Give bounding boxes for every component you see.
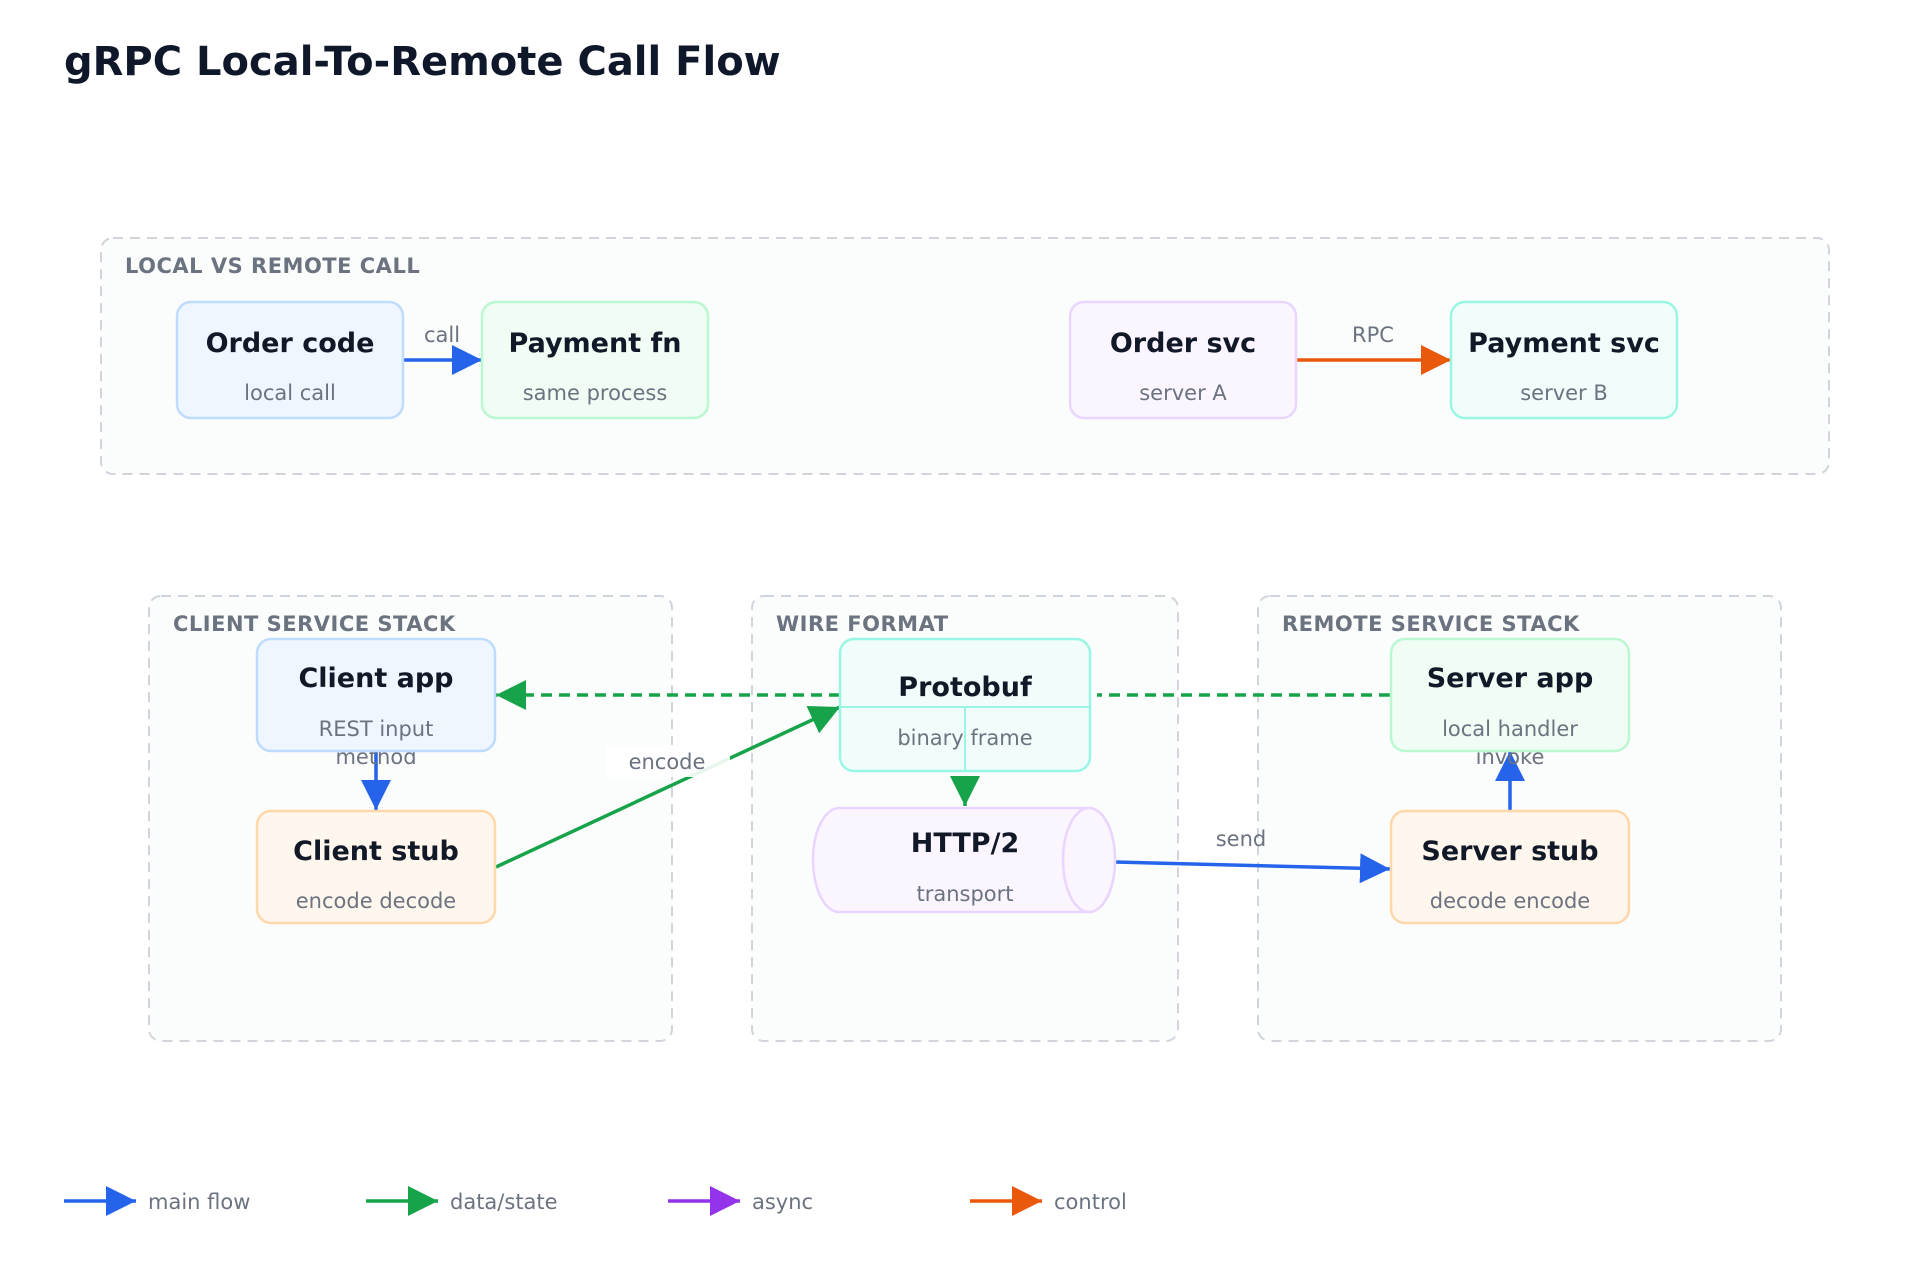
- node-payment-svc: Payment svc server B: [1449, 300, 1679, 420]
- group-label-wire-format: WIRE FORMAT: [776, 612, 949, 636]
- node-http2: HTTP/2 transport: [811, 806, 1117, 914]
- edge-label-send: send: [1216, 827, 1267, 851]
- node-title: Client app: [298, 663, 453, 694]
- node-order-svc: Order svc server A: [1068, 300, 1298, 420]
- legend-label: data/state: [450, 1190, 558, 1214]
- node-subtitle: local handler: [1442, 717, 1578, 741]
- group-label-client-stack: CLIENT SERVICE STACK: [173, 612, 456, 636]
- node-title: Payment fn: [509, 328, 682, 359]
- node-title: Client stub: [293, 836, 459, 867]
- node-title: Order code: [206, 328, 375, 359]
- node-subtitle: server A: [1139, 381, 1227, 405]
- edge-send: send: [1114, 827, 1391, 884]
- node-subtitle: same process: [523, 381, 668, 405]
- node-title: Protobuf: [898, 672, 1032, 703]
- node-subtitle: REST input: [319, 717, 434, 741]
- group-label-local-vs-remote: LOCAL VS REMOTE CALL: [125, 254, 420, 278]
- group-label-remote-stack: REMOTE SERVICE STACK: [1282, 612, 1580, 636]
- legend-item-control: control: [970, 1186, 1127, 1216]
- node-title: Server app: [1427, 663, 1594, 694]
- node-order-code: Order code local call: [175, 300, 405, 420]
- legend-item-async: async: [668, 1186, 813, 1216]
- node-subtitle: encode decode: [296, 889, 456, 913]
- legend-item-data-state: data/state: [366, 1186, 558, 1216]
- legend-label: main flow: [148, 1190, 250, 1214]
- edge-call: call: [403, 323, 482, 375]
- node-subtitle: transport: [916, 882, 1013, 906]
- legend-label: async: [752, 1190, 813, 1214]
- node-subtitle: decode encode: [1430, 889, 1590, 913]
- edge-rpc: RPC: [1296, 323, 1451, 375]
- node-title: HTTP/2: [911, 828, 1020, 859]
- legend-label: control: [1054, 1190, 1127, 1214]
- node-subtitle: local call: [244, 381, 336, 405]
- node-client-stub: Client stub encode decode: [255, 809, 497, 925]
- node-payment-fn: Payment fn same process: [480, 300, 710, 420]
- legend-item-main-flow: main flow: [64, 1186, 250, 1216]
- node-client-app: Client app REST input: [255, 637, 497, 753]
- edge-label-call: call: [424, 323, 460, 347]
- node-title: Payment svc: [1468, 328, 1660, 359]
- edge-label-rpc: RPC: [1352, 323, 1394, 347]
- node-protobuf: Protobuf binary frame: [838, 637, 1092, 773]
- edge-encode: encode: [495, 705, 841, 869]
- node-server-app: Server app local handler: [1389, 637, 1631, 753]
- legend: main flow data/state async control: [64, 1186, 1127, 1216]
- edge-label-encode: encode: [629, 750, 706, 774]
- node-subtitle: binary frame: [897, 726, 1032, 750]
- page-title: gRPC Local-To-Remote Call Flow: [64, 39, 781, 85]
- node-server-stub: Server stub decode encode: [1389, 809, 1631, 925]
- node-subtitle: server B: [1520, 381, 1608, 405]
- node-title: Server stub: [1421, 836, 1598, 867]
- node-title: Order svc: [1110, 328, 1256, 359]
